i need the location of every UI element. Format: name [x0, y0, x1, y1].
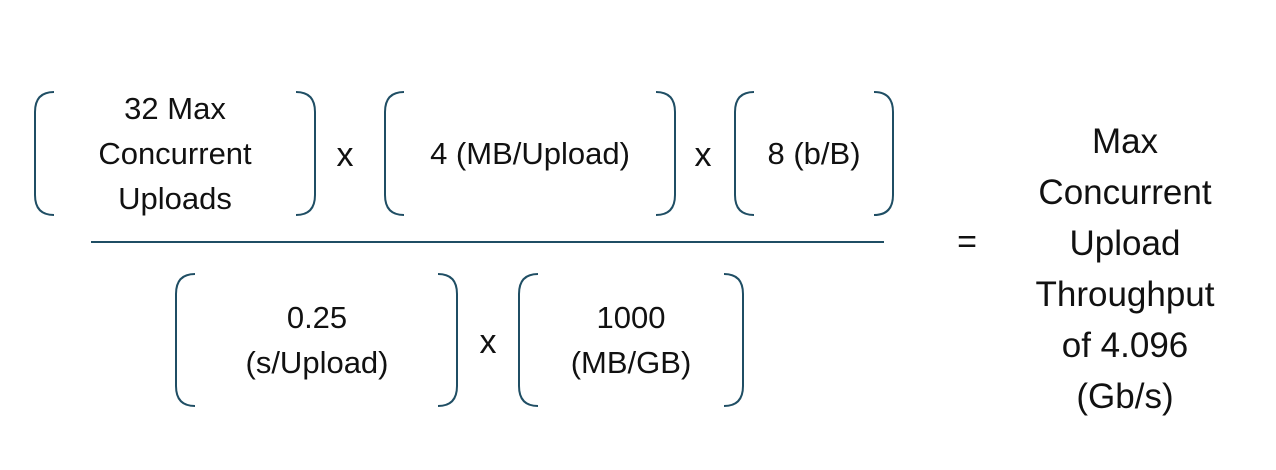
multiply-operator: x — [336, 136, 354, 174]
result-max-concurrent-upload-throughput: Max Concurrent Upload Throughput of 4.09… — [1035, 122, 1215, 416]
equals-sign: = — [957, 223, 977, 261]
numerator-term-mb-per-upload: 4 (MB/Upload) — [430, 135, 630, 171]
multiply-operator: x — [479, 323, 497, 361]
denominator-term-seconds-per-upload: 0.25 (s/Upload) — [245, 300, 389, 380]
numerator-term-max-concurrent-uploads: 32 Max Concurrent Uploads — [98, 90, 252, 216]
numerator-term-bits-per-byte: 8 (b/B) — [767, 135, 861, 171]
denominator-term-mb-per-gb: 1000 (MB/GB) — [570, 300, 692, 380]
fraction-line — [91, 241, 884, 243]
multiply-operator: x — [694, 136, 712, 174]
